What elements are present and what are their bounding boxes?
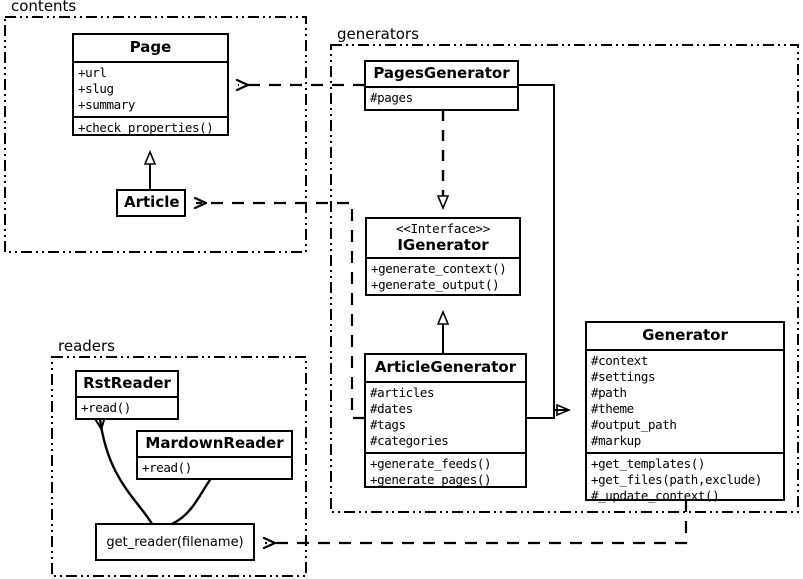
method: +get_templates()	[591, 455, 706, 471]
attribute: +url	[78, 64, 107, 80]
package-label-readers: readers	[56, 337, 117, 355]
attribute: #output_path	[591, 416, 677, 432]
package-contents: contents	[5, 0, 306, 252]
class-box-generator[interactable]: Generator #context #settings #path #them…	[585, 321, 785, 503]
method: +read()	[142, 459, 192, 475]
class-box-igenerator[interactable]: <<Interface>> IGenerator +generate_conte…	[365, 217, 521, 296]
package-readers: readers	[52, 337, 306, 576]
package-label-contents: contents	[9, 0, 79, 15]
attribute: #path	[591, 384, 627, 400]
attribute: #markup	[591, 432, 641, 448]
class-attributes-page: +url +slug +summary	[74, 60, 227, 116]
class-box-pagesgenerator[interactable]: PagesGenerator #pages	[364, 60, 519, 111]
class-box-articlegenerator[interactable]: ArticleGenerator #articles #dates #tags …	[364, 353, 527, 488]
class-box-article[interactable]: Article	[116, 189, 186, 217]
attribute: +summary	[78, 96, 136, 112]
method: +generate_feeds()	[370, 455, 492, 471]
class-attributes-generator: #context #settings #path #theme #output_…	[587, 348, 783, 452]
attribute: #articles	[370, 384, 435, 400]
attribute: #categories	[370, 432, 449, 448]
class-title-igenerator: <<Interface>> IGenerator	[367, 219, 519, 257]
class-box-page[interactable]: Page +url +slug +summary +check_properti…	[72, 33, 229, 136]
attribute: #pages	[370, 89, 413, 105]
method: #_update_context()	[591, 487, 720, 503]
class-title-generator: Generator	[642, 326, 728, 344]
function-box-get-reader[interactable]: get_reader(filename)	[95, 523, 255, 561]
attribute: #context	[591, 352, 649, 368]
attribute: +slug	[78, 80, 114, 96]
class-name-igenerator: IGenerator	[397, 235, 489, 254]
attribute: #settings	[591, 368, 656, 384]
class-title-pagesgenerator: PagesGenerator	[373, 64, 510, 82]
attribute: #dates	[370, 400, 413, 416]
method: +generate_pages()	[370, 471, 492, 487]
function-label-get-reader: get_reader(filename)	[106, 534, 244, 550]
class-attributes-articlegenerator: #articles #dates #tags #categories	[366, 380, 525, 452]
class-attributes-pagesgenerator: #pages	[366, 85, 517, 109]
class-title-mardownreader: MardownReader	[145, 434, 284, 452]
class-title-articlegenerator: ArticleGenerator	[374, 358, 517, 376]
class-stereotype-igenerator: <<Interface>>	[396, 221, 490, 236]
method: +check_properties()	[78, 119, 214, 135]
attribute: #tags	[370, 416, 406, 432]
package-generators: generators	[331, 25, 798, 512]
package-label-generators: generators	[335, 25, 421, 43]
method: +get_files(path,exclude)	[591, 471, 763, 487]
method: +generate_context()	[371, 261, 507, 277]
class-methods-rstreader: +read()	[77, 395, 177, 419]
class-methods-mardownreader: +read()	[138, 455, 291, 479]
method: +read()	[81, 399, 131, 415]
class-box-rstreader[interactable]: RstReader +read()	[75, 370, 179, 420]
class-methods-page: +check_properties()	[74, 115, 227, 139]
class-title-page: Page	[129, 38, 172, 56]
class-methods-generator: +get_templates() +get_files(path,exclude…	[587, 451, 783, 507]
attribute: #theme	[591, 400, 634, 416]
class-methods-igenerator: +generate_context() +generate_output()	[367, 257, 519, 296]
class-title-rstreader: RstReader	[83, 374, 171, 392]
class-box-mardownreader[interactable]: MardownReader +read()	[136, 430, 293, 480]
method: +generate_output()	[371, 277, 500, 293]
class-title-article: Article	[124, 193, 180, 211]
class-methods-articlegenerator: +generate_feeds() +generate_pages()	[366, 451, 525, 491]
